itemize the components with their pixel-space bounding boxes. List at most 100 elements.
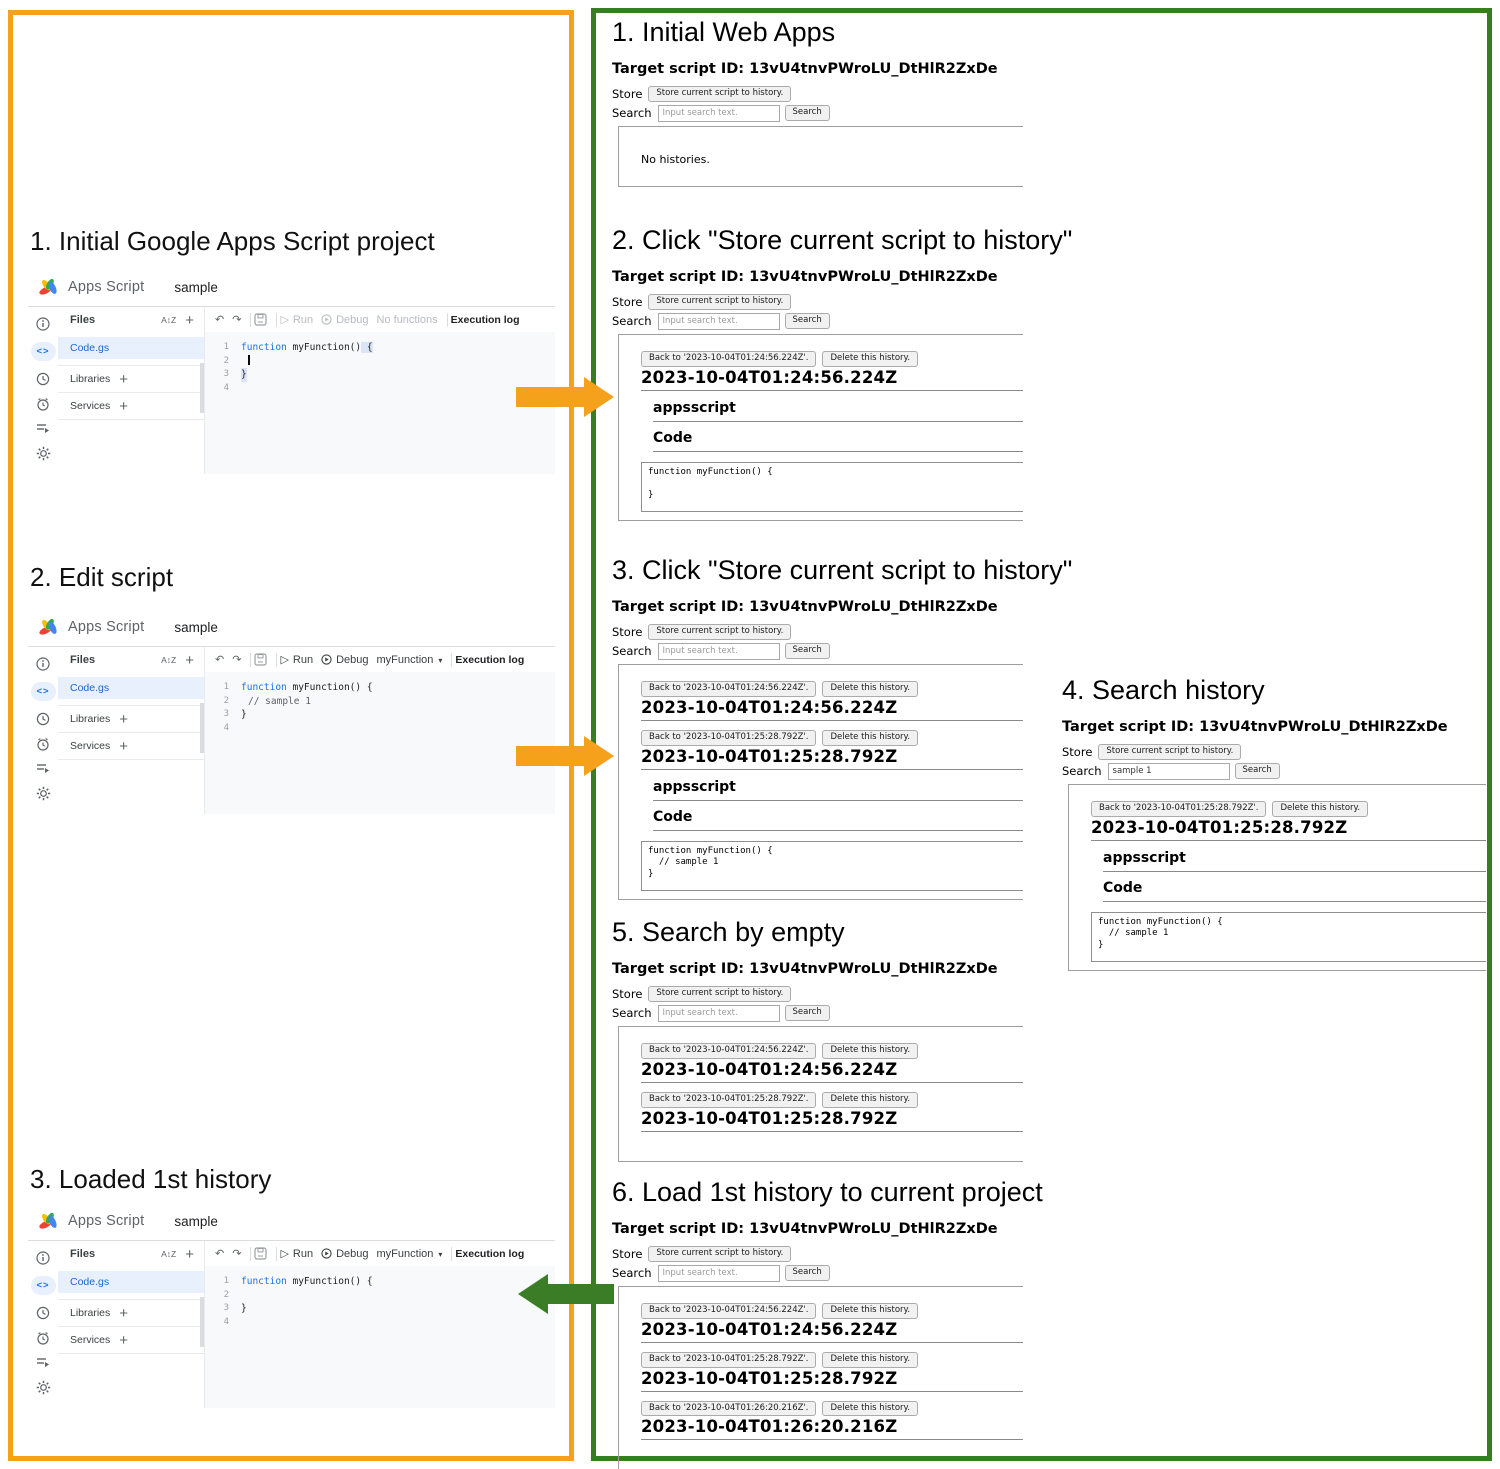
search-input[interactable] (657, 104, 780, 122)
editor-code-tab-icon[interactable]: <> (30, 342, 56, 361)
debug-button[interactable]: Debug (321, 1248, 369, 1260)
search-input[interactable] (657, 1264, 780, 1282)
undo-icon[interactable]: ↶ (215, 314, 225, 326)
search-input[interactable] (657, 642, 780, 660)
files-scrollbar[interactable] (200, 703, 204, 753)
settings-gear-icon[interactable] (36, 446, 51, 461)
delete-history-button[interactable]: Delete this history. (822, 1043, 919, 1059)
add-service-icon[interactable]: + (119, 737, 129, 755)
search-button[interactable]: Search (784, 313, 830, 329)
run-button[interactable]: ▷Run (280, 653, 314, 667)
redo-icon[interactable]: ↷ (232, 1248, 242, 1260)
save-icon[interactable] (254, 313, 268, 326)
search-button[interactable]: Search (784, 105, 830, 121)
undo-icon[interactable]: ↶ (215, 1248, 225, 1260)
redo-icon[interactable]: ↷ (232, 314, 242, 326)
add-library-icon[interactable]: + (119, 370, 129, 388)
function-selector[interactable]: No functions (376, 313, 438, 326)
executions-icon[interactable] (36, 1356, 50, 1369)
add-service-icon[interactable]: + (119, 1331, 129, 1349)
triggers-icon[interactable] (36, 397, 50, 411)
undo-icon[interactable]: ↶ (215, 654, 225, 666)
add-file-icon[interactable]: + (185, 1245, 194, 1263)
search-input[interactable] (1107, 762, 1230, 780)
file-item-services[interactable]: Services+ (58, 1327, 204, 1354)
store-button[interactable]: Store current script to history. (648, 986, 792, 1002)
search-input[interactable] (657, 312, 780, 330)
file-item-codegs[interactable]: Code.gs (58, 337, 204, 359)
back-to-history-button[interactable]: Back to '2023-10-04T01:24:56.224Z'. (641, 1043, 817, 1059)
back-to-history-button[interactable]: Back to '2023-10-04T01:25:28.792Z'. (1091, 801, 1267, 817)
execution-log-button[interactable]: Execution log (450, 313, 520, 326)
delete-history-button[interactable]: Delete this history. (822, 1303, 919, 1319)
redo-icon[interactable]: ↷ (232, 654, 242, 666)
add-service-icon[interactable]: + (119, 397, 129, 415)
delete-history-button[interactable]: Delete this history. (1272, 801, 1369, 817)
delete-history-button[interactable]: Delete this history. (822, 1091, 919, 1108)
info-icon[interactable] (36, 657, 50, 671)
debug-button[interactable]: Debug (321, 314, 369, 326)
settings-gear-icon[interactable] (36, 786, 51, 801)
delete-history-button[interactable]: Delete this history. (822, 351, 919, 367)
info-icon[interactable] (36, 1251, 50, 1265)
search-input[interactable] (657, 1004, 780, 1022)
function-selector[interactable]: myFunction▾ (376, 1247, 443, 1260)
project-name[interactable]: sample (174, 619, 218, 635)
store-button[interactable]: Store current script to history. (648, 86, 792, 102)
settings-gear-icon[interactable] (36, 1380, 51, 1395)
add-library-icon[interactable]: + (119, 1304, 129, 1322)
function-selector[interactable]: myFunction▾ (376, 653, 443, 666)
back-to-history-button[interactable]: Back to '2023-10-04T01:25:28.792Z'. (641, 1091, 817, 1108)
history-icon[interactable] (36, 712, 50, 726)
file-item-libraries[interactable]: Libraries+ (58, 365, 204, 393)
delete-history-button[interactable]: Delete this history. (822, 729, 919, 746)
back-to-history-button[interactable]: Back to '2023-10-04T01:24:56.224Z'. (641, 1303, 817, 1319)
run-button[interactable]: ▷Run (280, 313, 314, 327)
add-file-icon[interactable]: + (185, 311, 194, 329)
file-item-codegs[interactable]: Code.gs (58, 677, 204, 699)
add-library-icon[interactable]: + (119, 710, 129, 728)
history-icon[interactable] (36, 1306, 50, 1320)
debug-button[interactable]: Debug (321, 654, 369, 666)
sort-az-icon[interactable]: A↕Z (161, 315, 177, 325)
file-item-codegs[interactable]: Code.gs (58, 1271, 204, 1293)
delete-history-button[interactable]: Delete this history. (822, 1400, 919, 1417)
file-item-libraries[interactable]: Libraries+ (58, 1299, 204, 1327)
execution-log-button[interactable]: Execution log (455, 1247, 525, 1260)
search-button[interactable]: Search (784, 1265, 830, 1281)
back-to-history-button[interactable]: Back to '2023-10-04T01:26:20.216Z'. (641, 1400, 817, 1417)
file-item-services[interactable]: Services+ (58, 733, 204, 760)
back-to-history-button[interactable]: Back to '2023-10-04T01:24:56.224Z'. (641, 351, 817, 367)
add-file-icon[interactable]: + (185, 651, 194, 669)
executions-icon[interactable] (36, 422, 50, 435)
delete-history-button[interactable]: Delete this history. (822, 681, 919, 697)
save-icon[interactable] (254, 653, 268, 666)
editor-code-tab-icon[interactable]: <> (30, 1276, 56, 1295)
sort-az-icon[interactable]: A↕Z (161, 1249, 177, 1259)
editor-code-tab-icon[interactable]: <> (30, 682, 56, 701)
info-icon[interactable] (36, 317, 50, 331)
project-name[interactable]: sample (174, 1213, 218, 1229)
store-button[interactable]: Store current script to history. (648, 624, 792, 640)
search-button[interactable]: Search (784, 643, 830, 659)
search-button[interactable]: Search (784, 1005, 830, 1021)
project-name[interactable]: sample (174, 279, 218, 295)
files-scrollbar[interactable] (200, 363, 204, 413)
triggers-icon[interactable] (36, 1331, 50, 1345)
executions-icon[interactable] (36, 762, 50, 775)
back-to-history-button[interactable]: Back to '2023-10-04T01:25:28.792Z'. (641, 729, 817, 746)
back-to-history-button[interactable]: Back to '2023-10-04T01:24:56.224Z'. (641, 681, 817, 697)
search-button[interactable]: Search (1234, 763, 1280, 779)
store-button[interactable]: Store current script to history. (1098, 744, 1242, 760)
files-scrollbar[interactable] (200, 1297, 204, 1347)
delete-history-button[interactable]: Delete this history. (822, 1351, 919, 1368)
file-item-libraries[interactable]: Libraries+ (58, 705, 204, 733)
save-icon[interactable] (254, 1247, 268, 1260)
execution-log-button[interactable]: Execution log (455, 653, 525, 666)
run-button[interactable]: ▷Run (280, 1247, 314, 1261)
store-button[interactable]: Store current script to history. (648, 294, 792, 310)
sort-az-icon[interactable]: A↕Z (161, 655, 177, 665)
